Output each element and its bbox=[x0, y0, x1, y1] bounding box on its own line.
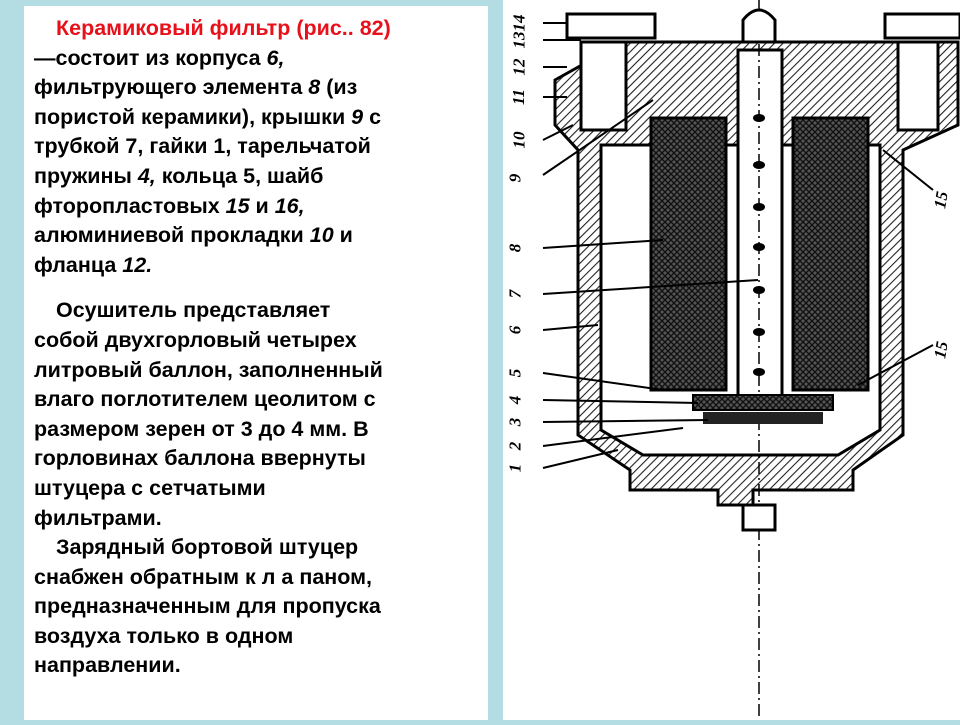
text-line: трубкой 7, гайки 1, тарельчатой bbox=[34, 132, 484, 162]
text-segment: 8 bbox=[308, 75, 321, 100]
filter-drawing bbox=[542, 0, 960, 720]
text-segment: 6, bbox=[266, 45, 285, 70]
text-segment: фторопластовых bbox=[34, 193, 226, 218]
text-segment: пористой керамики), крышки bbox=[34, 104, 352, 129]
part-label: 8 bbox=[505, 243, 525, 253]
text-line: фильтрами. bbox=[34, 505, 162, 530]
part-label: 13 bbox=[509, 31, 529, 49]
text-segment: трубкой 7, гайки 1, тарельчатой bbox=[34, 134, 371, 159]
ceramic-element-right bbox=[791, 116, 870, 392]
part-label: 12 bbox=[509, 58, 529, 76]
text-segment: 9 bbox=[351, 104, 364, 129]
text-line: литровый баллон, заполненный bbox=[34, 357, 383, 382]
text-segment: пружины bbox=[34, 163, 138, 188]
text-segment: 10 bbox=[309, 223, 334, 248]
paragraph-charging-fitting: Зарядный бортовой штуцер снабжен обратным… bbox=[34, 533, 484, 681]
text-line: Зарядный бортовой штуцер bbox=[56, 535, 359, 560]
ceramic-element-left bbox=[649, 116, 728, 392]
part-label: 2 bbox=[505, 441, 525, 451]
part-label: 4 bbox=[505, 395, 525, 405]
text-line: пружины 4, кольца 5, шайб bbox=[34, 162, 484, 192]
slide-text: Керамиковый фильтр (рис.. 82) —состоит и… bbox=[34, 14, 484, 681]
part-label: 14 bbox=[509, 14, 529, 32]
text-segment: и bbox=[333, 223, 353, 248]
part-label: 1 bbox=[505, 463, 525, 473]
part-label: 3 bbox=[505, 417, 525, 427]
text-line: направлении. bbox=[34, 653, 181, 678]
text-segment: с bbox=[363, 104, 382, 129]
text-line: собой двухгорловый четырех bbox=[34, 327, 357, 352]
text-line: фланца 12. bbox=[34, 251, 484, 281]
text-line: воздуха только в одном bbox=[34, 623, 294, 648]
text-line: фторопластовых 15 и 16, bbox=[34, 192, 484, 222]
text-line: размером зерен от 3 до 4 мм. В bbox=[34, 416, 369, 441]
text-line: горловинах баллона ввернуты bbox=[34, 446, 366, 471]
text-line: влаго поглотителем цеолитом с bbox=[34, 387, 376, 412]
text-segment: 16, bbox=[274, 193, 305, 218]
text-segment: (из bbox=[320, 75, 358, 100]
text-line: снабжен обратным к л а паном, bbox=[34, 564, 372, 589]
part-label: 9 bbox=[505, 173, 525, 183]
part-label: 10 bbox=[509, 131, 529, 149]
text-panel: Керамиковый фильтр (рис.. 82) —состоит и… bbox=[24, 6, 488, 720]
text-line: штуцера с сетчатыми bbox=[34, 475, 266, 500]
part-label: 5 bbox=[505, 368, 525, 378]
text-line: —состоит из корпуса 6, bbox=[34, 44, 484, 74]
text-segment: фильтрующего элемента bbox=[34, 75, 309, 100]
text-segment: алюминиевой прокладки bbox=[34, 223, 310, 248]
text-line: Осушитель представляет bbox=[56, 298, 331, 323]
tube bbox=[736, 48, 784, 407]
text-segment: кольца 5, шайб bbox=[155, 163, 324, 188]
text-segment: и bbox=[249, 193, 275, 218]
text-line: фильтрующего элемента 8 (из bbox=[34, 73, 484, 103]
paragraph-ceramic-filter: —состоит из корпуса 6,фильтрующего элеме… bbox=[34, 44, 484, 281]
part-label-15: 15 bbox=[930, 339, 952, 360]
text-segment: фланца bbox=[34, 252, 123, 277]
text-segment: 12. bbox=[122, 252, 153, 277]
text-segment: —состоит из корпуса bbox=[34, 45, 267, 70]
text-line: пористой керамики), крышки 9 с bbox=[34, 103, 484, 133]
part-label-15: 15 bbox=[930, 189, 952, 210]
text-segment: 15 bbox=[225, 193, 250, 218]
text-segment: 4, bbox=[137, 163, 156, 188]
text-line: алюминиевой прокладки 10 и bbox=[34, 221, 484, 251]
paragraph-dryer: Осушитель представляет собой двухгорловый… bbox=[34, 296, 484, 533]
text-line: предназначенным для пропуска bbox=[34, 594, 381, 619]
slide-title: Керамиковый фильтр (рис.. 82) bbox=[56, 16, 391, 40]
part-label: 6 bbox=[505, 325, 525, 335]
part-label: 11 bbox=[509, 88, 529, 106]
part-label: 7 bbox=[505, 289, 525, 299]
